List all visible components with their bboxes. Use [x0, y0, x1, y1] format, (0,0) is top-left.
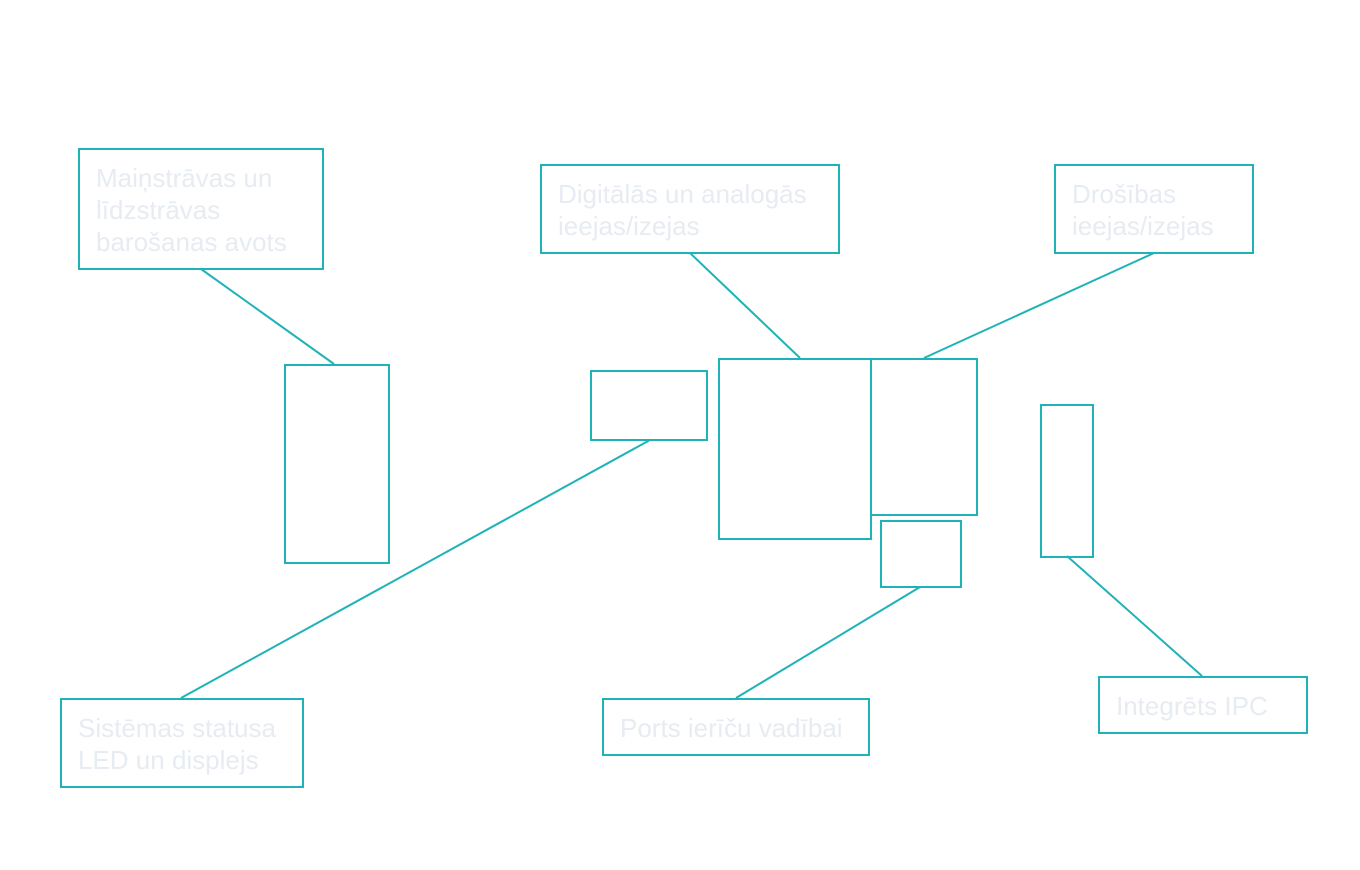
callout-status-led-display: Sistēmas statusa LED un displejs — [60, 698, 304, 788]
callout-ac-dc-power: Maiņstrāvas un līdzstrāvas barošanas avo… — [78, 148, 324, 270]
zone-digital-analog-io — [718, 358, 872, 540]
callout-integrated-ipc: Integrēts IPC — [1098, 676, 1308, 734]
connector-safety-io — [923, 252, 1155, 359]
connector-status-led — [180, 439, 651, 699]
connector-device-port — [735, 586, 921, 699]
zone-power-supply — [284, 364, 390, 564]
connector-digital-analog-io — [689, 252, 801, 359]
zone-safety-io — [870, 358, 978, 516]
connector-ipc — [1066, 555, 1203, 677]
zone-status-led-display — [590, 370, 708, 441]
connector-power — [200, 268, 335, 365]
zone-integrated-ipc — [1040, 404, 1094, 558]
callout-device-control-port: Ports ierīču vadībai — [602, 698, 870, 756]
callout-digital-analog-io: Digitālās un analogās ieejas/izejas — [540, 164, 840, 254]
zone-device-control-port — [880, 520, 962, 588]
callout-safety-io: Drošības ieejas/izejas — [1054, 164, 1254, 254]
